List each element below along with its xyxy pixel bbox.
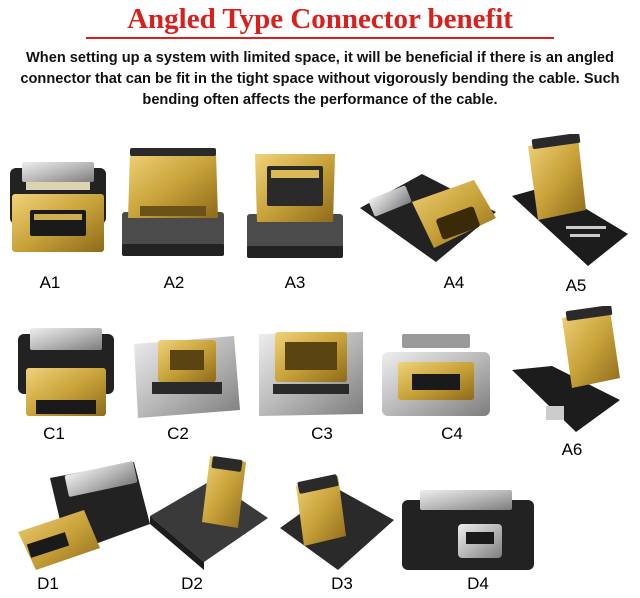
connector-label: A3 — [284, 273, 306, 292]
connector-label: C3 — [311, 424, 333, 443]
connector-label: C1 — [43, 424, 65, 443]
connector-a4-image — [356, 168, 500, 266]
connector-label: A1 — [39, 273, 61, 292]
connector-label: D1 — [37, 574, 59, 593]
connector-c1-image — [16, 324, 116, 424]
connector-label: C4 — [441, 424, 463, 443]
connector-d1-image — [14, 458, 154, 574]
connector-label: C2 — [167, 424, 189, 443]
connector-label: A6 — [561, 440, 583, 459]
connector-d4-image — [400, 486, 538, 574]
connector-c2-image — [130, 332, 242, 422]
connector-label: D4 — [467, 574, 489, 593]
title-underline — [86, 37, 554, 39]
connector-label: D2 — [181, 574, 203, 593]
connector-a1-image — [8, 160, 108, 260]
connector-a6-image — [510, 306, 636, 436]
connector-label: D3 — [331, 574, 353, 593]
connector-d2-image — [146, 452, 270, 574]
connector-label: A5 — [565, 276, 587, 295]
connector-a5-image — [508, 134, 634, 272]
connector-label: A2 — [163, 273, 185, 292]
connector-d3-image — [276, 470, 398, 574]
connector-c4-image — [380, 330, 492, 420]
connector-a3-image — [245, 146, 345, 262]
page-title: Angled Type Connector benefit — [127, 3, 513, 35]
benefit-description: When setting up a system with limited sp… — [20, 50, 620, 108]
connector-c3-image — [255, 328, 367, 422]
connector-label: A4 — [443, 273, 465, 292]
connector-a2-image — [118, 144, 228, 260]
